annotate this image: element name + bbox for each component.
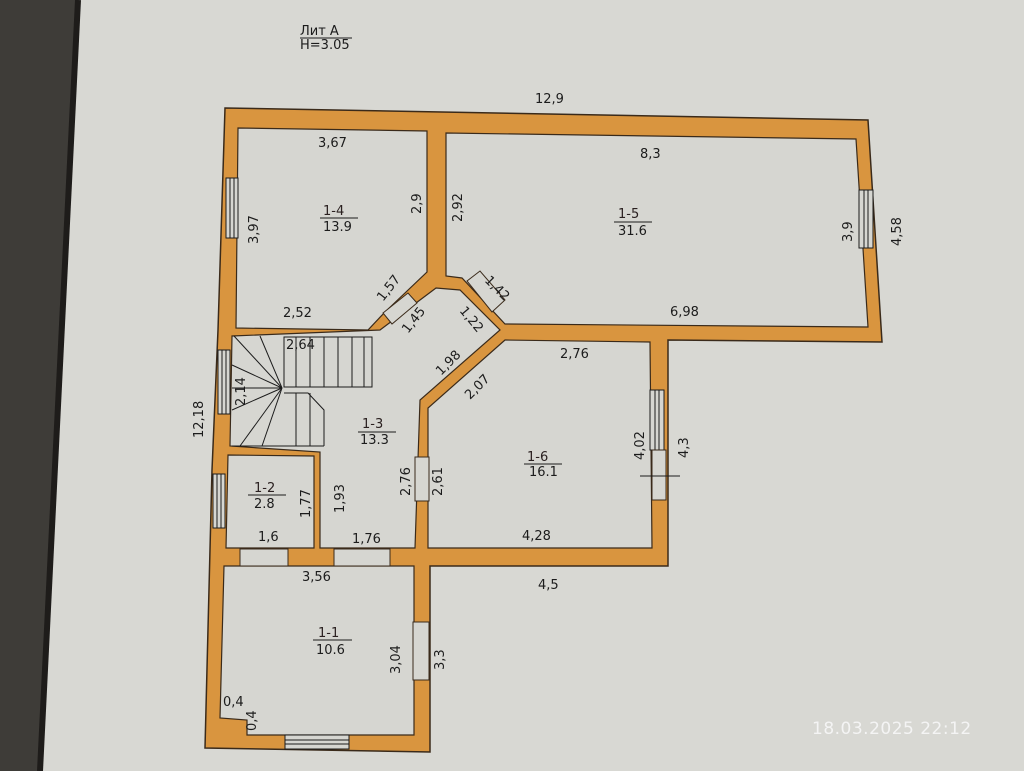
table-surface xyxy=(0,0,78,771)
svg-text:16.1: 16.1 xyxy=(529,465,558,480)
svg-text:1-1: 1-1 xyxy=(318,626,339,641)
svg-text:10.6: 10.6 xyxy=(316,643,345,658)
door-opening xyxy=(333,548,391,567)
svg-text:3,97: 3,97 xyxy=(247,215,262,244)
svg-text:31.6: 31.6 xyxy=(618,224,647,239)
svg-text:1-3: 1-3 xyxy=(362,417,383,432)
svg-text:2,9: 2,9 xyxy=(410,193,425,214)
dim-top-width: 12,9 xyxy=(535,92,564,107)
svg-text:2,64: 2,64 xyxy=(286,338,315,353)
door-opening xyxy=(651,449,667,501)
doorways xyxy=(239,270,667,681)
svg-text:3,67: 3,67 xyxy=(318,136,347,151)
staircase xyxy=(231,335,373,447)
dim-middle-bottom: 4,5 xyxy=(538,578,559,593)
room-1-1 xyxy=(219,565,415,736)
room-1-2-labels: 1-2 2.8 1,6 1,77 xyxy=(248,481,314,545)
svg-text:8,3: 8,3 xyxy=(640,147,661,162)
door-opening xyxy=(239,548,289,567)
svg-text:3,9: 3,9 xyxy=(841,221,856,242)
paper-edge xyxy=(37,0,81,771)
svg-text:4,28: 4,28 xyxy=(522,529,551,544)
svg-text:3,56: 3,56 xyxy=(302,570,331,585)
door-opening xyxy=(382,292,418,325)
window-icon xyxy=(284,734,350,750)
dim-left-height: 12,18 xyxy=(192,401,207,438)
room-1-2 xyxy=(225,454,315,549)
svg-text:6,98: 6,98 xyxy=(670,305,699,320)
svg-text:2,76: 2,76 xyxy=(560,347,589,362)
svg-text:2.8: 2.8 xyxy=(254,497,275,512)
svg-text:1,6: 1,6 xyxy=(258,530,279,545)
svg-text:2,61: 2,61 xyxy=(431,467,446,496)
window-icon xyxy=(225,177,239,239)
svg-text:0,4: 0,4 xyxy=(223,695,244,710)
svg-text:4,02: 4,02 xyxy=(633,431,648,460)
title-label: Лит А xyxy=(300,24,339,39)
door-opening xyxy=(466,270,506,313)
overall-dimensions: 12,9 12,18 4,58 4,3 4,5 3,3 xyxy=(192,92,905,670)
svg-text:1-5: 1-5 xyxy=(618,207,639,222)
svg-text:1,76: 1,76 xyxy=(352,532,381,547)
svg-text:0,4: 0,4 xyxy=(245,710,260,731)
svg-text:3,04: 3,04 xyxy=(389,645,404,674)
room-1-1-labels: 1-1 10.6 3,56 3,04 0,4 0,4 xyxy=(223,570,404,731)
window-icon xyxy=(858,189,874,249)
svg-text:1,93: 1,93 xyxy=(333,484,348,513)
door-opening xyxy=(414,456,430,502)
photo-timestamp: 18.03.2025 22:12 xyxy=(812,719,972,739)
svg-text:2,92: 2,92 xyxy=(451,193,466,222)
dim-right-upper: 4,58 xyxy=(890,217,905,246)
window-icon xyxy=(649,389,665,451)
svg-text:2,52: 2,52 xyxy=(283,306,312,321)
room-1-5 xyxy=(445,132,869,328)
title-height: H=3.05 xyxy=(300,38,350,53)
svg-text:1-4: 1-4 xyxy=(323,204,344,219)
windows xyxy=(212,177,874,750)
dim-entrance-wall: 3,3 xyxy=(433,649,448,670)
window-icon xyxy=(212,473,226,529)
svg-text:2,14: 2,14 xyxy=(234,377,249,406)
svg-text:1-2: 1-2 xyxy=(254,481,275,496)
dim-right-middle: 4,3 xyxy=(677,437,692,458)
svg-text:13.3: 13.3 xyxy=(360,433,389,448)
door-opening xyxy=(412,621,430,681)
svg-text:1-6: 1-6 xyxy=(527,450,548,465)
window-icon xyxy=(217,349,231,415)
room-1-6 xyxy=(427,339,653,549)
svg-text:1,77: 1,77 xyxy=(299,489,314,518)
svg-text:2,76: 2,76 xyxy=(399,467,414,496)
svg-text:13.9: 13.9 xyxy=(323,220,352,235)
